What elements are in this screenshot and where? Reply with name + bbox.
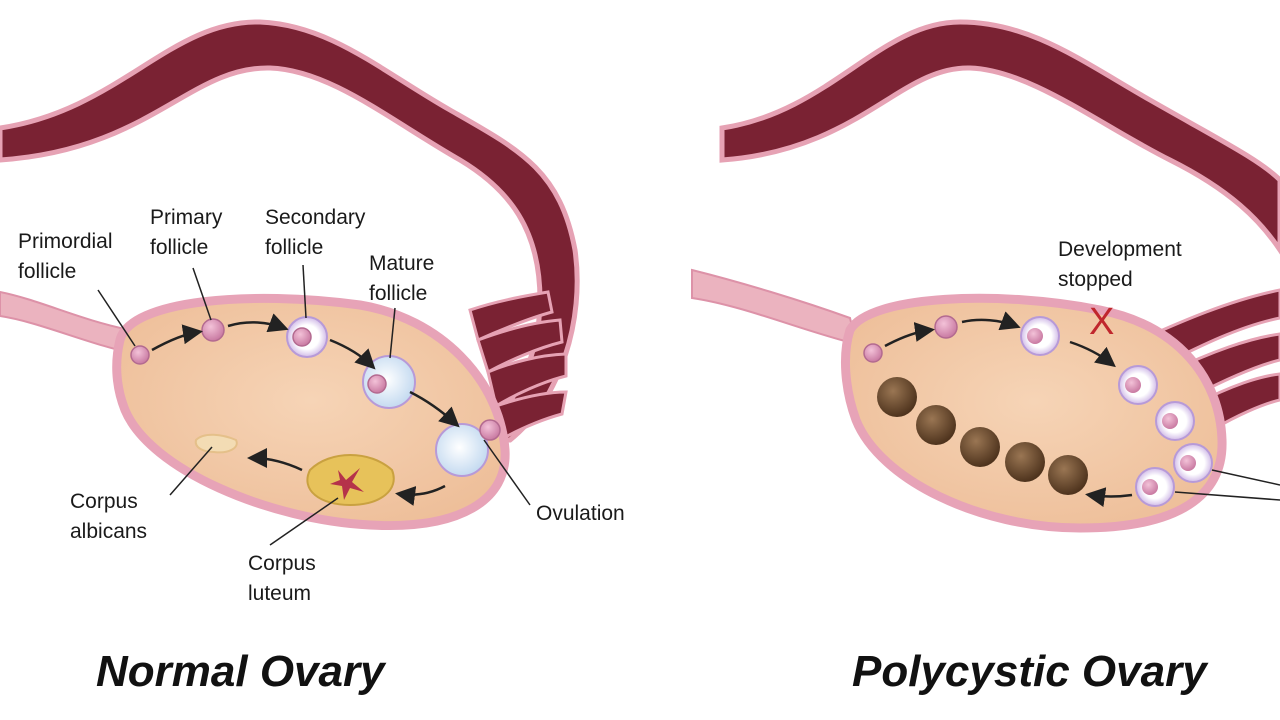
ovarian-ligament-right — [692, 270, 856, 344]
cyst — [1005, 442, 1045, 482]
fallopian-tube-right — [722, 22, 1280, 250]
polycystic-ovary-diagram: Development stopped X Polycystic Ovary — [692, 22, 1280, 696]
primary-follicle-right — [935, 316, 957, 338]
label-primary-follicle: Primary follicle — [150, 206, 228, 259]
title-polycystic-ovary: Polycystic Ovary — [852, 647, 1209, 696]
arrested-follicle — [1119, 366, 1157, 404]
cyst — [960, 427, 1000, 467]
primordial-follicle-right — [864, 344, 882, 362]
primordial-follicle — [131, 346, 149, 364]
normal-ovary-diagram: Primordial follicle Primary follicle Sec… — [0, 22, 625, 696]
arrested-follicle — [1136, 468, 1174, 506]
cyst — [1048, 455, 1088, 495]
stop-x-mark: X — [1089, 301, 1114, 343]
arrested-follicle — [1156, 402, 1194, 440]
label-ovulation: Ovulation — [536, 502, 625, 525]
corpus-luteum — [307, 455, 393, 505]
label-corpus-luteum: Corpus luteum — [248, 552, 322, 605]
label-primordial-follicle: Primordial follicle — [18, 230, 118, 283]
label-development-stopped: Development stopped — [1058, 238, 1188, 291]
label-secondary-follicle: Secondary follicle — [265, 206, 371, 259]
title-normal-ovary: Normal Ovary — [96, 647, 387, 696]
arrested-follicle — [1021, 317, 1059, 355]
label-mature-follicle: Mature follicle — [369, 252, 440, 305]
cyst — [916, 405, 956, 445]
corpus-albicans — [196, 435, 237, 453]
arrested-follicle — [1174, 444, 1212, 482]
label-corpus-albicans: Corpus albicans — [70, 490, 147, 543]
cyst — [877, 377, 917, 417]
secondary-follicle — [287, 317, 327, 357]
primary-follicle — [202, 319, 224, 341]
